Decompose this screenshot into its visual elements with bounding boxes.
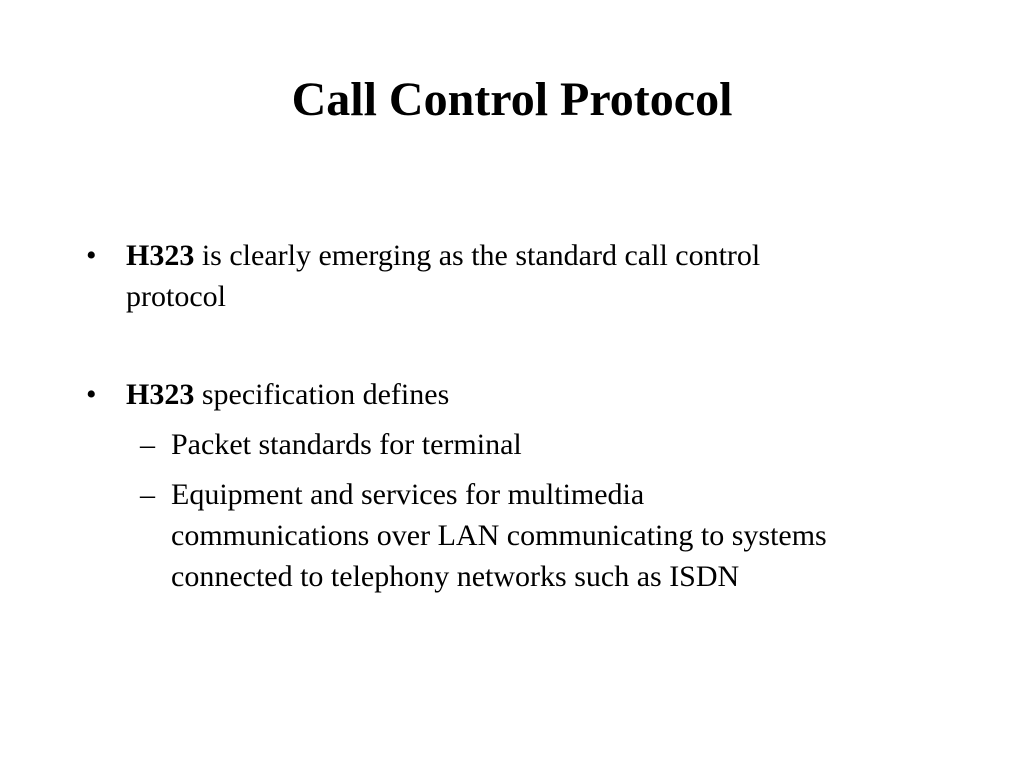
bullet-line-text: protocol	[126, 280, 226, 313]
bullet-item-2: • H323 specification defines	[86, 374, 946, 418]
bullet-line: H323 is clearly emerging as the standard…	[126, 235, 760, 276]
sub-item-2: – Equipment and services for multimedia …	[140, 474, 960, 600]
dash-marker: –	[140, 478, 155, 511]
bullet-line-text: is clearly emerging as the standard call…	[194, 239, 761, 272]
bullet-text: H323 is clearly emerging as the standard…	[126, 235, 760, 317]
bullet-line: H323 specification defines	[126, 374, 449, 415]
sub-item-text: Equipment and services for multimedia co…	[171, 474, 827, 597]
sub-item-line: communications over LAN communicating to…	[171, 519, 827, 552]
bullet-item-1: • H323 is clearly emerging as the standa…	[86, 235, 946, 319]
sub-item-line: connected to telephony networks such as …	[171, 560, 740, 593]
bullet-text: H323 specification defines	[126, 374, 449, 415]
bullet-marker: •	[86, 239, 97, 272]
sub-item-line: Packet standards for terminal	[171, 428, 522, 461]
bullet-term: H323	[126, 239, 195, 272]
dash-marker: –	[140, 428, 155, 461]
bullet-term: H323	[126, 378, 195, 411]
sub-item-line: Equipment and services for multimedia	[171, 478, 645, 511]
sub-item-text: Packet standards for terminal	[171, 424, 522, 465]
sub-item-1: – Packet standards for terminal	[140, 424, 960, 468]
bullet-marker: •	[86, 378, 97, 411]
slide-title: Call Control Protocol	[291, 73, 733, 126]
bullet-line-text: specification defines	[194, 378, 450, 411]
